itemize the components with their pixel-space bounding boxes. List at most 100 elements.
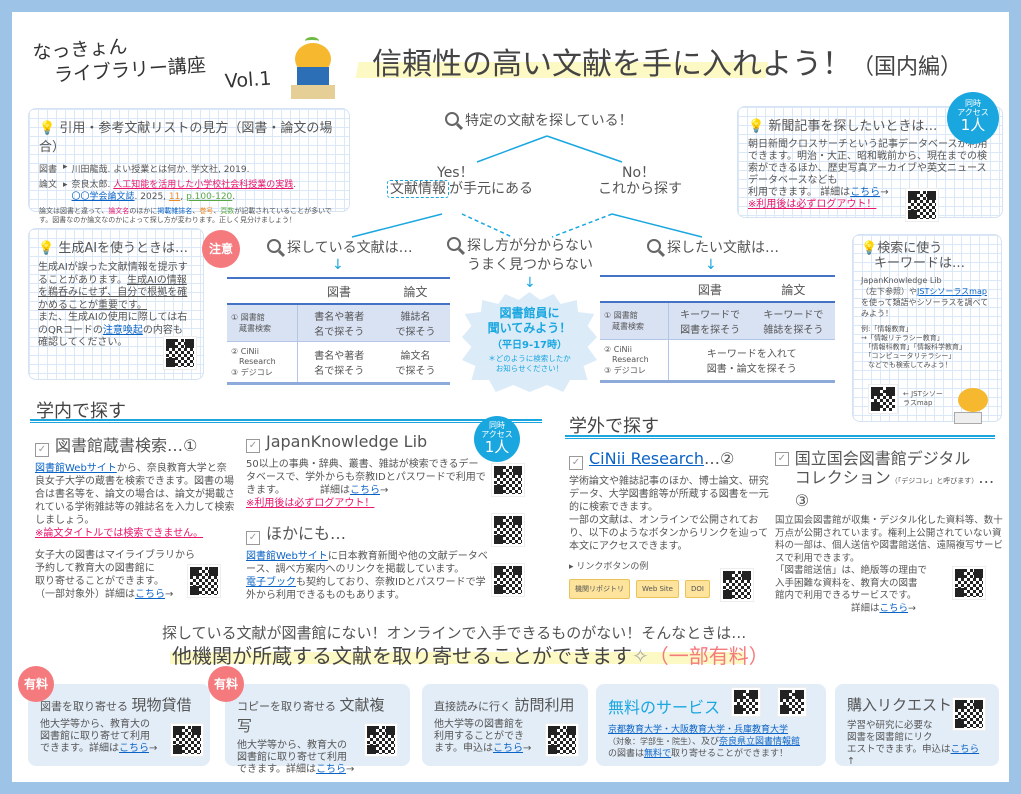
text-segment: . 2025, <box>134 192 169 202</box>
lightbulb-icon: 💡 <box>748 119 765 134</box>
paper-label: 論文 <box>39 180 58 190</box>
jk-body: 50以上の事典・辞典、叢書、雑誌が検索できるデータベースで、学外からも奈教IDと… <box>246 458 486 510</box>
card-title: 購入リクエスト <box>847 696 953 714</box>
flow-yes-desc: 文献情報が手元にある <box>387 178 533 198</box>
opac-body-2: 女子大の図書はマイライブラリから 予約して教育大の図書館に 取り寄せることができ… <box>35 549 235 601</box>
book-citation: 川田龍哉. よい授業とは何か. 学文社, 2019. <box>71 165 250 175</box>
qr-code[interactable] <box>720 568 754 602</box>
text-segment: 取り寄せることができます！ <box>671 749 789 759</box>
text-segment: . <box>232 192 236 202</box>
text-segment: 11 <box>168 192 181 202</box>
qr-code[interactable] <box>364 723 398 757</box>
link[interactable]: 注意喚起 <box>102 324 143 336</box>
cell-book: 書名や著者 名で探そう <box>314 351 365 377</box>
card-title: 訪問利用 <box>514 696 575 714</box>
lightbulb-icon: 💡 <box>39 121 56 136</box>
ndl-title: ✓国立国会図書館デジタル コレクション（「デジコレ」と呼びます）…③ <box>775 449 1003 510</box>
link[interactable]: こちら <box>493 743 523 754</box>
banner-line1: 探している文献が図書館にない！オンラインで入手できるものがない！そんなときは… <box>162 624 747 642</box>
banner-line2: 他機関が所蔵する文献を取り寄せることができます✧（一部有料） <box>172 640 769 669</box>
warning-text: ※利用後は必ずログアウト！ <box>246 498 375 509</box>
link[interactable]: 図書館Webサイト <box>246 551 328 562</box>
qr-code[interactable] <box>952 697 986 731</box>
qr-code[interactable] <box>952 566 986 600</box>
text-segment: → <box>380 485 389 496</box>
qr-code[interactable] <box>905 188 939 222</box>
link[interactable]: こちら <box>350 485 380 496</box>
badge-label: 同時 アクセス <box>957 99 989 117</box>
flow-arrows <box>351 135 703 238</box>
text-segment: 生成AIが誤った文献情報を提示することがあります。 <box>38 262 188 286</box>
qr-code[interactable] <box>491 513 525 547</box>
paid-badge: 有料 <box>18 666 54 702</box>
campus-heading: 学内で探す <box>36 401 126 422</box>
link[interactable]: 奈良県立図書情報館 <box>719 737 801 747</box>
badge-count: 1人 <box>960 116 986 134</box>
link[interactable]: 電子ブック <box>246 577 296 588</box>
card-pre: 直接読みに行く <box>434 700 511 713</box>
title-note: （「デジコレ」と呼びます） <box>890 477 979 485</box>
banner-line2-text: 他機関が所蔵する文献を取り寄せることができます <box>172 644 632 668</box>
link[interactable]: 図書館Webサイト <box>35 463 117 474</box>
text-segment: 、 <box>192 207 200 215</box>
flow-no-desc: これから探す <box>598 181 682 197</box>
text-segment: 人工知能を活用した小学校社会科授業の実践 <box>113 180 294 190</box>
qr-code[interactable] <box>545 723 579 757</box>
link[interactable]: 無料で <box>644 749 672 759</box>
text-segment: 学習や研究に必要な 図書を図書館にリク エストできます。申込は <box>847 720 951 755</box>
qr-code[interactable] <box>491 463 525 497</box>
qr-code[interactable] <box>163 336 197 370</box>
qr-code[interactable] <box>731 687 761 717</box>
keyword-title: 💡検索に使う キーワードは… <box>861 241 993 271</box>
link[interactable]: 京都教育大学・大阪教育大学・兵庫教育大学 <box>608 725 789 735</box>
title-text: 国立国会図書館デジタル コレクション <box>794 449 971 487</box>
qr-code[interactable] <box>491 563 525 597</box>
flow-left-head: 探している文献は… <box>267 237 413 257</box>
col-header-paper: 論文 <box>403 284 428 299</box>
badge-count: 1人 <box>484 438 510 456</box>
title-text: 検索に使う キーワードは… <box>874 241 966 271</box>
opac-title: ✓図書館蔵書検索…① <box>35 432 235 457</box>
text-segment: 女子大の図書はマイライブラリから 予約して教育大の図書館に 取り寄せることができ… <box>35 550 195 600</box>
flow-right-text: 探したい文献は… <box>667 240 779 256</box>
cinii-link[interactable]: CiNii Research <box>589 449 704 468</box>
link[interactable]: JSTシソーラスmap <box>917 287 987 296</box>
cell-merged: キーワードを入れて 図書・論文を探そう <box>706 349 797 375</box>
ask-librarian-burst <box>462 292 597 392</box>
col-header-paper: 論文 <box>781 282 806 297</box>
text-segment: 、及び <box>692 737 720 747</box>
link-buttons-label: ▸ リンクボタンの例 <box>569 562 649 572</box>
qr-code[interactable] <box>868 384 898 414</box>
row-label: ① 図書館 蔵書検索 <box>600 302 669 340</box>
cell-paper: 雑誌名 で探そう <box>395 312 436 338</box>
link[interactable]: こちら <box>316 764 346 775</box>
link[interactable]: こちら <box>950 744 980 755</box>
qr-code[interactable] <box>777 687 807 717</box>
text-segment: を使って類語やシソーラスを調べてみよう！ <box>861 298 989 318</box>
flow-right-head: 探したい文献は… <box>647 237 779 257</box>
text-segment: （対象：学部生・院生） <box>608 737 692 746</box>
warning-text: ※論文タイトルでは検索できません。 <box>35 528 204 539</box>
title-text: 引用・参考文献リストの見方（図書・論文の場合） <box>39 121 333 155</box>
qr-code[interactable] <box>187 564 221 598</box>
title-text: 新聞記事を探したいときは… <box>768 119 938 134</box>
cell-book: キーワードで 図書を探そう <box>680 310 741 336</box>
card-body: 他大学等から、教育大の 図書館に取り寄せて利用 できます。詳細はこちら→ <box>237 740 398 776</box>
link[interactable]: こちら <box>850 187 881 198</box>
lightbulb-icon: 💡 <box>38 241 55 256</box>
text-segment: → <box>149 743 158 754</box>
known-document-table: 図書論文 ① 図書館 蔵書検索書名や著者 名で探そう雑誌名 で探そう ② CiN… <box>227 277 450 385</box>
link[interactable]: こちら <box>135 589 165 600</box>
divider <box>565 435 995 439</box>
link[interactable]: こちら <box>879 602 909 614</box>
link[interactable]: こちら <box>119 743 149 754</box>
generative-ai-box: 💡 生成AIを使うときは… 生成AIが誤った文献情報を提示することがあります。生… <box>28 228 204 380</box>
qr-code[interactable] <box>170 723 204 757</box>
text-segment: 論文名 <box>108 207 130 215</box>
repository-button-example: 機関リポジトリ <box>569 579 630 599</box>
search-document-table: 図書論文 ① 図書館 蔵書検索キーワードで 図書を探そうキーワードで 雑誌を探そ… <box>600 275 835 383</box>
magnifier-icon <box>267 239 281 253</box>
text-segment: → <box>880 187 889 198</box>
row-label: ① 図書館 蔵書検索 <box>227 304 298 342</box>
checkbox-icon: ✓ <box>569 456 583 470</box>
